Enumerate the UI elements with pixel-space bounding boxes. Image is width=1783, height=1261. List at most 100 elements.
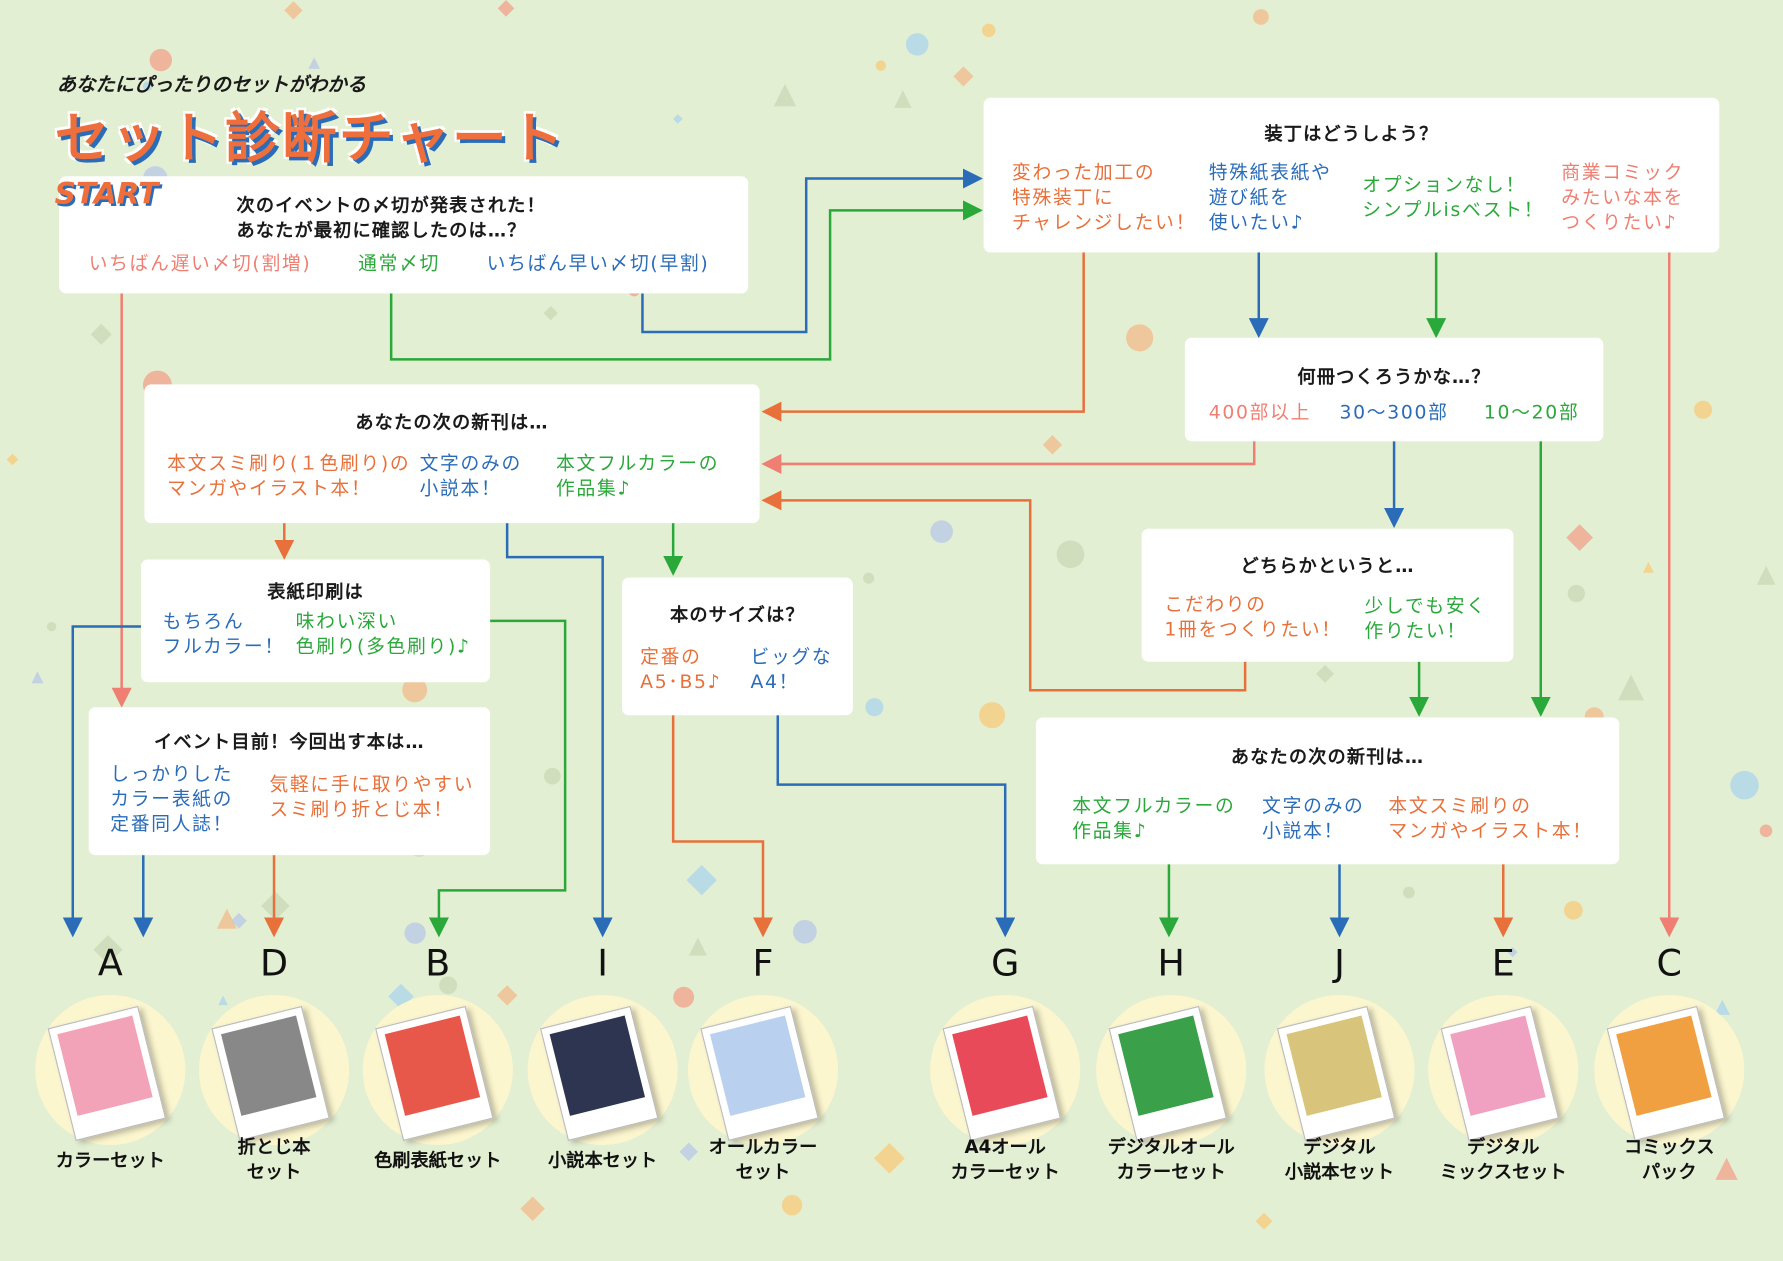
decorative-shape xyxy=(688,937,707,956)
decorative-shape xyxy=(149,48,172,72)
result-label-d[interactable]: 折とじ本 セット xyxy=(237,1135,311,1183)
binding-box: 装丁はどうしよう？ 変わった加工の 特殊装丁に チャレンジしたい！ 特殊紙表紙や… xyxy=(983,97,1720,253)
cover-print-option-fullcolor[interactable]: もちろん フルカラー！ xyxy=(162,610,285,658)
decorative-shape xyxy=(672,114,683,124)
decorative-shape xyxy=(981,23,996,38)
decorative-shape xyxy=(544,767,561,785)
result-label-a[interactable]: カラーセット xyxy=(55,1149,165,1172)
decorative-shape xyxy=(686,864,717,896)
flow-arrow xyxy=(761,490,1247,692)
start-option-late[interactable]: いちばん遅い〆切(割増) xyxy=(88,252,312,275)
book-sample-icon xyxy=(1440,1005,1560,1141)
cover-print-option-multicolor[interactable]: 味わい深い 色刷り(多色刷り)♪ xyxy=(295,610,471,658)
result-image-b[interactable] xyxy=(362,994,513,1146)
next-book-left-option-color[interactable]: 本文フルカラーの 作品集♪ xyxy=(556,452,720,500)
decorative-shape xyxy=(543,306,558,321)
binding-option-simple[interactable]: オプションなし！ シンプルisベスト！ xyxy=(1362,173,1545,221)
flow-arrow xyxy=(776,715,1016,938)
decorative-shape xyxy=(979,702,1006,729)
flow-arrow xyxy=(62,625,142,938)
result-label-g[interactable]: A4オール カラーセット xyxy=(950,1135,1060,1183)
book-size-box: 本のサイズは？ 定番の A5･B5♪ ビッグな A4！ xyxy=(621,577,853,716)
result-image-f[interactable] xyxy=(687,994,839,1146)
book-cover-art xyxy=(221,1015,317,1116)
event-soon-option-color-cover[interactable]: しっかりした カラー表紙の 定番同人誌！ xyxy=(110,762,234,835)
decorative-shape xyxy=(1253,9,1269,25)
result-image-c[interactable] xyxy=(1594,994,1745,1146)
result-label-e[interactable]: デジタル ミックスセット xyxy=(1439,1135,1567,1183)
decorative-shape xyxy=(284,1,303,20)
preference-box: どちらかというと… こだわりの 1冊をつくりたい！ 少しでも安く 作りたい！ xyxy=(1141,528,1514,662)
preference-option-quality[interactable]: こだわりの 1冊をつくりたい！ xyxy=(1164,593,1342,641)
book-sample-icon xyxy=(211,1005,330,1141)
book-sample-icon xyxy=(942,1005,1062,1141)
cover-print-question: 表紙印刷は xyxy=(267,581,364,603)
decorative-shape xyxy=(1564,900,1583,920)
decorative-shape xyxy=(1643,561,1654,573)
decorative-shape xyxy=(31,671,44,684)
next-book-right-option-novel[interactable]: 文字のみの 小説本！ xyxy=(1262,794,1365,842)
result-image-g[interactable] xyxy=(930,994,1081,1146)
book-size-option-a4[interactable]: ビッグな A4！ xyxy=(750,645,833,693)
flow-arrow xyxy=(428,619,567,938)
next-book-left-option-mono[interactable]: 本文スミ刷り(１色刷り)の マンガやイラスト本！ xyxy=(167,452,411,500)
binding-question: 装丁はどうしよう？ xyxy=(1264,122,1439,145)
book-sample-icon xyxy=(1606,1005,1726,1141)
result-image-j[interactable] xyxy=(1264,994,1415,1146)
result-letter-b: B xyxy=(425,941,451,985)
result-image-h[interactable] xyxy=(1096,994,1247,1146)
start-option-normal[interactable]: 通常〆切 xyxy=(358,252,441,275)
preference-option-cheap[interactable]: 少しでも安く 作りたい！ xyxy=(1364,594,1487,642)
start-box: 次のイベントの〆切が発表された！ あなたが最初に確認したのは…？ いちばん遅い〆… xyxy=(59,176,749,294)
result-label-b[interactable]: 色刷表紙セット xyxy=(374,1149,502,1172)
flow-arrow xyxy=(761,252,1085,422)
result-label-j[interactable]: デジタル 小説本セット xyxy=(1284,1135,1395,1183)
result-label-h[interactable]: デジタルオール カラーセット xyxy=(1107,1135,1235,1183)
decorative-shape xyxy=(1756,566,1776,585)
decorative-shape xyxy=(773,83,797,107)
next-book-left-option-novel[interactable]: 文字のみの 小説本！ xyxy=(419,452,522,500)
book-size-option-a5b5[interactable]: 定番の A5･B5♪ xyxy=(640,645,722,693)
next-book-right-option-mono[interactable]: 本文スミ刷りの マンガやイラスト本！ xyxy=(1388,794,1593,842)
result-label-f[interactable]: オールカラー セット xyxy=(708,1135,818,1183)
result-image-a[interactable] xyxy=(35,994,186,1146)
start-question-line1: 次のイベントの〆切が発表された！ xyxy=(236,194,546,217)
decorative-shape xyxy=(46,621,57,632)
copies-option-30-300[interactable]: 30〜300部 xyxy=(1339,401,1449,424)
copies-option-10-20[interactable]: 10〜20部 xyxy=(1483,401,1580,424)
flow-arrow xyxy=(671,715,774,938)
next-book-left-question: あなたの次の新刊は… xyxy=(355,411,549,434)
decorative-shape xyxy=(781,1195,803,1216)
binding-option-special[interactable]: 変わった加工の 特殊装丁に チャレンジしたい！ xyxy=(1012,161,1197,234)
next-book-right-option-color[interactable]: 本文フルカラーの 作品集♪ xyxy=(1072,794,1236,842)
book-cover-art xyxy=(952,1015,1048,1116)
copies-option-400[interactable]: 400部以上 xyxy=(1208,401,1312,424)
book-cover-art xyxy=(1286,1015,1382,1116)
book-sample-icon xyxy=(1276,1005,1396,1141)
decorative-shape xyxy=(1042,435,1063,455)
copies-question: 何冊つくろうかな…？ xyxy=(1297,366,1491,388)
binding-option-commercial[interactable]: 商業コミック みたいな本を つくりたい♪ xyxy=(1561,161,1685,234)
result-letter-e: E xyxy=(1491,941,1515,985)
flow-arrow xyxy=(389,200,983,361)
start-question-line2: あなたが最初に確認したのは…？ xyxy=(236,219,527,242)
result-label-i[interactable]: 小説本セット xyxy=(548,1149,658,1172)
decorative-shape xyxy=(1316,664,1335,683)
decorative-shape xyxy=(439,976,458,995)
start-label: START xyxy=(54,177,159,212)
book-cover-art xyxy=(57,1015,153,1116)
result-image-e[interactable] xyxy=(1428,994,1579,1146)
result-letter-i: I xyxy=(597,941,609,985)
binding-option-paper[interactable]: 特殊紙表紙や 遊び紙を 使いたい♪ xyxy=(1208,161,1332,234)
decorative-shape xyxy=(894,90,912,108)
result-image-i[interactable] xyxy=(527,994,678,1146)
decorative-shape xyxy=(1126,324,1154,352)
book-cover-art xyxy=(1450,1015,1546,1116)
result-image-d[interactable] xyxy=(198,994,350,1146)
decorative-shape xyxy=(218,995,228,1006)
decorative-shape xyxy=(1714,999,1730,1015)
book-cover-art xyxy=(1616,1015,1712,1116)
result-label-c[interactable]: コミックス パック xyxy=(1624,1135,1715,1183)
start-option-early[interactable]: いちばん早い〆切(早割) xyxy=(486,252,710,275)
event-soon-option-folded[interactable]: 気軽に手に取りやすい スミ刷り折とじ本！ xyxy=(269,773,475,820)
